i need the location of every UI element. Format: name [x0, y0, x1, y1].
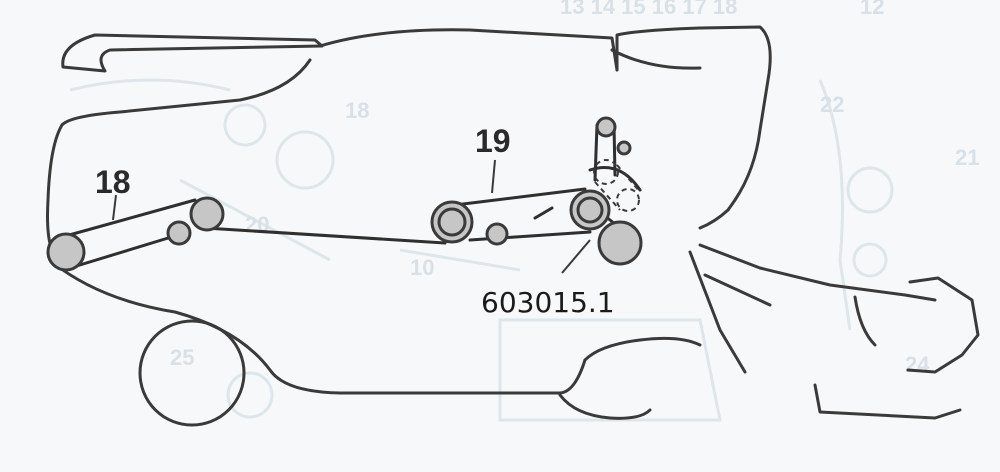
ghost-text-10: 10: [410, 255, 434, 280]
ghost-text-18: 18: [345, 98, 369, 123]
pulleys: [46, 116, 643, 272]
pulley-upper-left: [189, 196, 225, 232]
ghost-text-12: 12: [860, 0, 884, 19]
pulley-main-19-inner: [437, 207, 467, 237]
ghost-text-22: 22: [820, 92, 844, 117]
pulley-small-mid: [485, 222, 509, 246]
pulley-top-idler: [595, 116, 617, 138]
pulley-top-small: [616, 140, 632, 156]
belt-drive: [60, 123, 642, 270]
pulley-small-left: [166, 220, 192, 246]
callout-18: 18: [95, 164, 131, 200]
ghost-text-top: 13 14 15 16 17 18: [560, 0, 737, 19]
ghost-text-24: 24: [905, 352, 930, 377]
pulley-rear-large: [46, 232, 86, 272]
ghost-text-25: 25: [170, 345, 194, 370]
reference-code: 603015.1: [481, 286, 615, 319]
pulley-right-upper-inner: [576, 196, 604, 224]
callout-19: 19: [475, 123, 511, 159]
ghost-print: [69, 78, 894, 422]
leader-lines: [112, 159, 591, 274]
machine-outline: [46, 25, 980, 427]
tensioner-alt-position: [593, 159, 641, 212]
ghost-text-21: 21: [955, 145, 979, 170]
pulley-right-large: [597, 220, 643, 266]
